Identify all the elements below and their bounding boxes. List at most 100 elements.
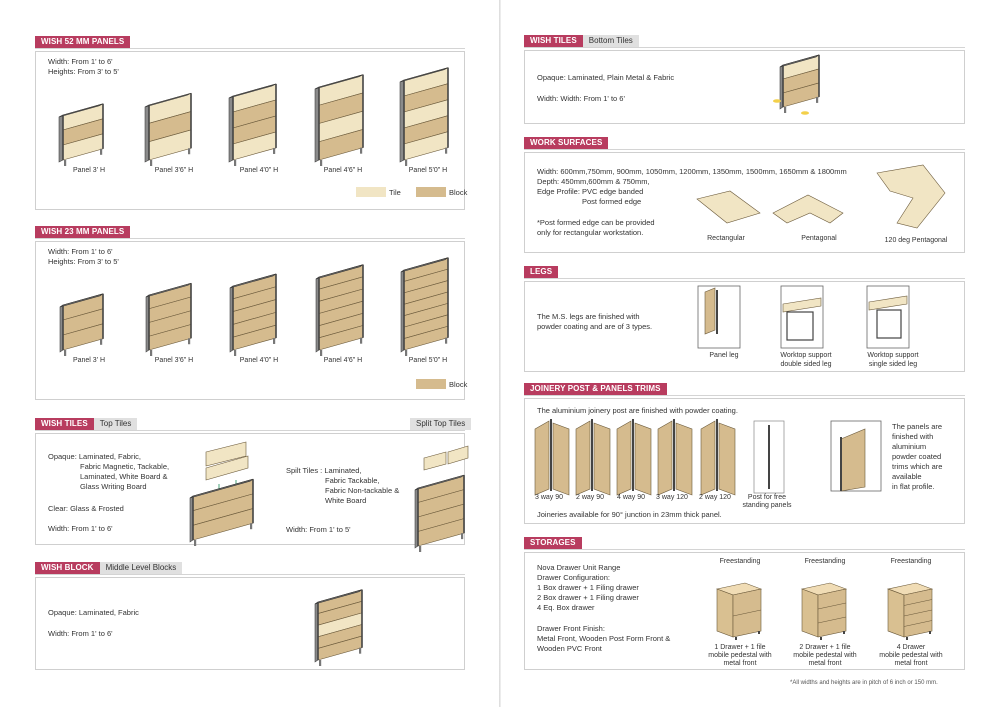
split-text: Fabric Tackable, bbox=[325, 476, 380, 485]
joinery-panel bbox=[575, 420, 591, 496]
panel-top-trim bbox=[315, 264, 364, 280]
panel-foot bbox=[360, 337, 363, 344]
section-header-joinery: JOINERY POST & PANELS TRIMS bbox=[524, 383, 667, 395]
joinery-panel bbox=[634, 422, 652, 496]
divider bbox=[35, 574, 465, 575]
drawer-line bbox=[903, 609, 933, 617]
joinery-caption: 2 way 120 bbox=[699, 494, 731, 501]
drawer-line bbox=[903, 620, 933, 627]
work-text: Width: 600mm,750mm, 900mm, 1050mm, 1200m… bbox=[537, 167, 847, 176]
pentagonal-top bbox=[772, 194, 844, 224]
divider bbox=[35, 238, 465, 239]
divider bbox=[524, 149, 965, 150]
drawer-line bbox=[732, 609, 762, 617]
split-text: White Board bbox=[325, 496, 367, 505]
legs-box: The M.S. legs are finished with powder c… bbox=[524, 281, 965, 372]
section-title: WISH BLOCK bbox=[35, 562, 100, 574]
heights-text: Heights: From 3' to 5' bbox=[48, 257, 119, 266]
panel-top-trim bbox=[145, 282, 192, 298]
panels52-illustrations bbox=[58, 67, 449, 166]
panel-caption: Panel 5'0" H bbox=[408, 167, 448, 174]
opaque-text: Laminated, White Board & bbox=[80, 472, 168, 481]
trims-text: trims which are bbox=[892, 462, 943, 471]
pedestal-castor bbox=[843, 631, 845, 634]
joinery-intro: The aluminium joinery post are finished … bbox=[537, 406, 738, 415]
split-text: Fabric Non-tackable & bbox=[325, 486, 400, 495]
work-surfaces-illustrations bbox=[696, 164, 946, 229]
split-text: Spilt Tiles : Laminated, bbox=[286, 466, 362, 475]
trims-text: powder coated bbox=[892, 452, 942, 461]
surface-caption: 120 deg Pentagonal bbox=[884, 237, 948, 244]
joinery-caption: 4 way 90 bbox=[616, 494, 646, 501]
opaque-text: Fabric Magnetic, Tackable, bbox=[80, 462, 170, 471]
panel-caption: Panel 4'6" H bbox=[323, 357, 363, 364]
leg-panel bbox=[704, 287, 716, 335]
pedestal-side bbox=[801, 588, 819, 638]
divider bbox=[524, 278, 965, 279]
surface-caption: Pentagonal bbox=[801, 235, 837, 242]
block-swatch bbox=[416, 187, 446, 197]
panel-top-trim bbox=[400, 257, 449, 273]
section-header-panels52: WISH 52 MM PANELS bbox=[35, 36, 131, 48]
work-text: Depth: 450mm,600mm & 750mm, bbox=[537, 177, 650, 186]
joinery-caption: 2 way 90 bbox=[575, 494, 605, 501]
section-header-legs: LEGS bbox=[524, 266, 559, 278]
section-header-panels23: WISH 23 MM PANELS bbox=[35, 226, 131, 238]
leg-caption: Panel leg bbox=[709, 352, 739, 359]
panel-foot bbox=[784, 107, 787, 113]
unit-caption: mobile pedestal with bbox=[708, 652, 772, 659]
trims-text: aluminium bbox=[892, 442, 927, 451]
divider bbox=[35, 430, 465, 431]
panel-caption: Panel 3' H bbox=[72, 357, 106, 364]
section-header-block: WISH BLOCK Middle Level Blocks bbox=[35, 562, 183, 574]
work-text: Post formed edge bbox=[582, 197, 642, 206]
section-header-work-surfaces: WORK SURFACES bbox=[524, 137, 609, 149]
panel-foot bbox=[234, 160, 237, 166]
unit-label: Freestanding bbox=[719, 558, 761, 565]
opaque-text: Opaque: Laminated, Fabric bbox=[48, 608, 139, 617]
panel-foot bbox=[359, 647, 362, 654]
work-surfaces-box: Width: 600mm,750mm, 900mm, 1050mm, 1200m… bbox=[524, 152, 965, 253]
storage-text: 2 Box drawer + 1 Filing drawer bbox=[537, 593, 639, 602]
joinery-panel bbox=[718, 422, 736, 496]
panel-foot bbox=[319, 660, 322, 666]
panel-foot bbox=[234, 350, 237, 356]
storage-text: Drawer Configuration: bbox=[537, 573, 610, 582]
joinery-note: Joineries available for 90° junction in … bbox=[537, 510, 722, 519]
panel-foot bbox=[405, 350, 408, 356]
storages-box: Nova Drawer Unit Range Drawer Configurat… bbox=[524, 552, 965, 670]
panel-caption: Panel 4'0" H bbox=[239, 167, 279, 174]
pedestal-side bbox=[887, 588, 905, 638]
panel-foot bbox=[188, 148, 191, 155]
leg-worktop bbox=[868, 295, 908, 311]
leg-caption: single sided leg bbox=[868, 361, 918, 368]
heights-text: Heights: From 3' to 5' bbox=[48, 67, 119, 76]
opaque-text: Opaque: Laminated, Fabric, bbox=[48, 452, 141, 461]
unit-caption: 4 Drawer bbox=[896, 644, 926, 651]
panel-foot bbox=[194, 540, 197, 546]
panel-foot bbox=[150, 350, 153, 356]
pedestal-illustrations bbox=[715, 582, 934, 640]
drawer-line bbox=[817, 616, 847, 624]
joinery-caption: Post for free bbox=[747, 494, 787, 501]
block-illustration bbox=[314, 589, 363, 666]
split-top-tiles-label: Split Top Tiles bbox=[410, 418, 472, 430]
joinery-panel bbox=[700, 420, 716, 496]
pedestal-castor bbox=[758, 631, 760, 634]
leg-caption: Worktop support bbox=[867, 352, 919, 359]
storage-text: 1 Box drawer + 1 Filing drawer bbox=[537, 583, 639, 592]
section-title: WISH 23 MM PANELS bbox=[35, 226, 131, 238]
surface-caption: Rectangular bbox=[707, 235, 745, 242]
joinery-panel bbox=[657, 420, 673, 496]
panel-foot bbox=[419, 546, 422, 552]
joinery-panel bbox=[675, 422, 693, 496]
foot-cap bbox=[773, 99, 781, 103]
work-text: Edge Profile: PVC edge banded bbox=[537, 187, 644, 196]
joinery-panel bbox=[552, 422, 570, 496]
width-text: Width: From 1' to 6' bbox=[48, 57, 113, 66]
panel-foot bbox=[273, 147, 276, 154]
trims-text: available bbox=[892, 472, 922, 481]
section-header-top-tiles: WISH TILES Top Tiles bbox=[35, 418, 138, 430]
legs-text: The M.S. legs are finished with bbox=[537, 312, 640, 321]
block-box: Opaque: Laminated, Fabric Width: From 1'… bbox=[35, 577, 465, 670]
